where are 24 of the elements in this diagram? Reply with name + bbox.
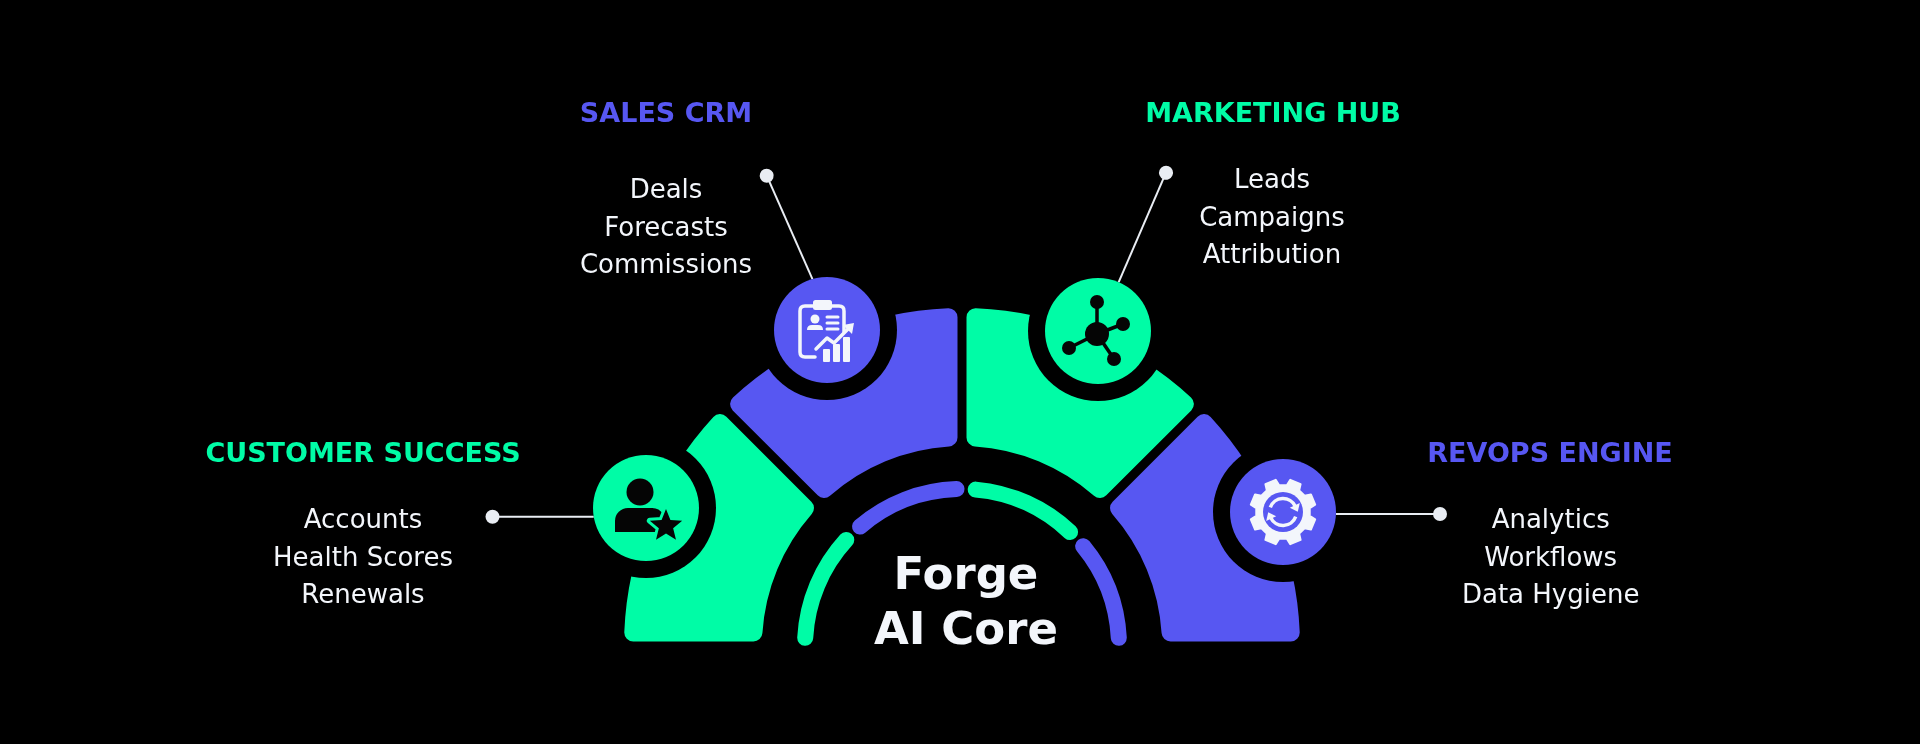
- list-item: Accounts: [303, 503, 423, 537]
- clipboard-chart-icon: [774, 277, 880, 383]
- network-icon: [1045, 278, 1151, 384]
- section-heading: REVOPS ENGINE: [1427, 437, 1673, 469]
- leader-line: [1334, 507, 1447, 521]
- leader-line: [485, 509, 595, 524]
- list-item: Commissions: [579, 248, 753, 282]
- list-item: Analytics: [1491, 503, 1610, 537]
- list-item: Forecasts: [604, 210, 728, 244]
- list-item: Deals: [629, 173, 703, 207]
- hub-title: Forge AI Core: [873, 545, 1059, 656]
- leader-line: [759, 168, 814, 281]
- list-item: Renewals: [301, 578, 425, 612]
- list-item: Campaigns: [1199, 200, 1345, 234]
- gear-sync-icon: [1230, 459, 1336, 565]
- section-heading: CUSTOMER SUCCESS: [205, 437, 521, 469]
- list-item: Health Scores: [273, 540, 453, 574]
- list-item: Attribution: [1202, 238, 1342, 272]
- list-item: Workflows: [1484, 540, 1618, 574]
- list-item: Leads: [1234, 163, 1310, 197]
- section-heading: MARKETING HUB: [1145, 97, 1401, 129]
- section-heading: SALES CRM: [579, 97, 753, 129]
- list-item: Data Hygiene: [1461, 578, 1640, 612]
- leader-line: [1117, 165, 1173, 284]
